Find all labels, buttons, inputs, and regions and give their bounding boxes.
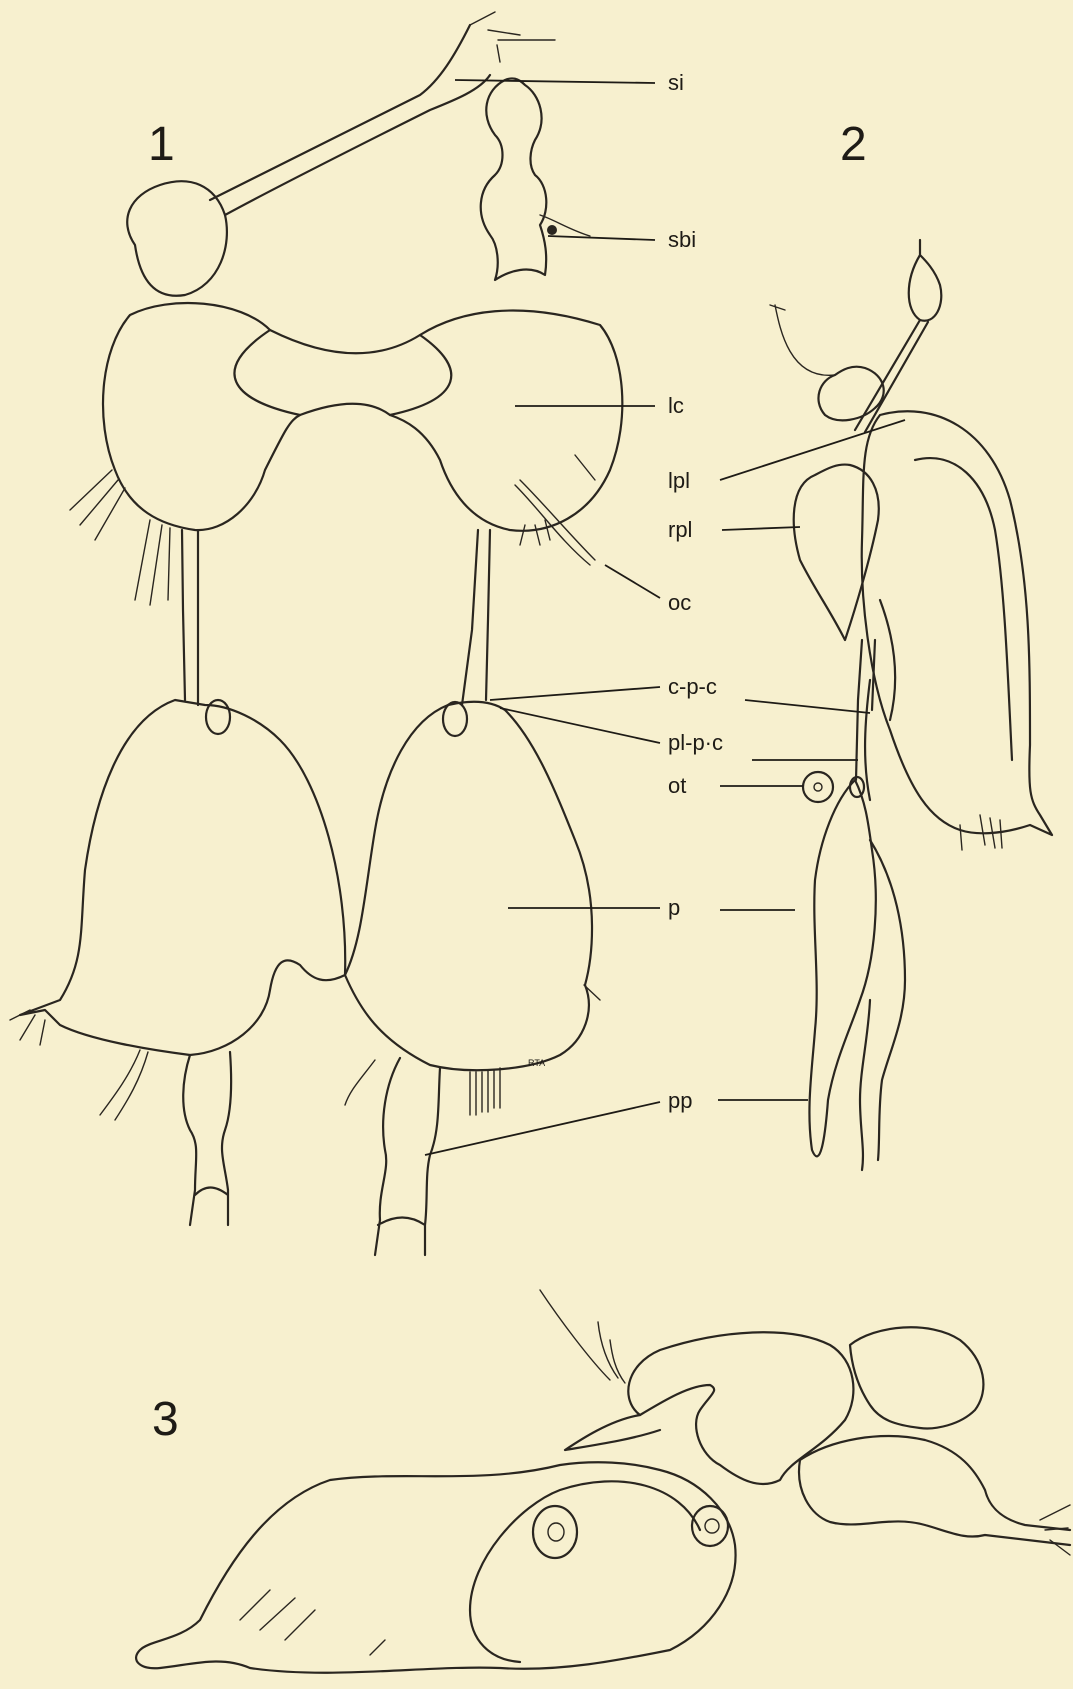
si-tip — [470, 12, 555, 62]
label-rpl: rpl — [668, 517, 692, 542]
figure-3-drawing — [136, 1290, 1070, 1673]
left-connectives — [182, 530, 198, 705]
right-cerebral-ganglion — [390, 311, 622, 531]
fig3-right-lobe — [850, 1327, 983, 1428]
fig3-statocyst-a — [533, 1506, 577, 1558]
artist-signature: RTA — [528, 1058, 545, 1068]
fig3-buccal-loop — [565, 1415, 660, 1450]
label-pl-p-c: pl-p·c — [668, 730, 723, 755]
pedal-side-nerves — [100, 1050, 375, 1120]
label-oc: oc — [668, 590, 691, 615]
figure-3-number: 3 — [152, 1393, 179, 1446]
fig2-left-pleural — [794, 465, 879, 640]
sbi-ganglion-chain — [481, 78, 547, 280]
fig3-inner-pedal — [470, 1481, 700, 1662]
label-sbi: sbi — [668, 227, 696, 252]
right-propodial-nerve — [375, 1058, 440, 1255]
connective-to-si — [210, 25, 490, 215]
fig3-visceral — [799, 1436, 1070, 1545]
figure-1-drawing — [10, 12, 622, 1255]
left-pedal-ganglion — [20, 700, 345, 1055]
label-pp: pp — [668, 1088, 692, 1113]
right-connectives — [462, 530, 490, 705]
pedal-nerves-bottom — [10, 985, 600, 1115]
fig2-inner-lobe — [915, 458, 1012, 760]
cerebral-commissure — [270, 330, 420, 415]
figure-1-leaders — [425, 80, 660, 1155]
fig2-statocyst-left — [803, 772, 833, 802]
fig3-left-nerves — [240, 1590, 385, 1655]
left-cerebral-nerves — [70, 470, 170, 605]
left-propodial-nerve — [183, 1052, 231, 1225]
fig3-top-nerves — [540, 1290, 625, 1383]
fig3-cerebral — [628, 1332, 853, 1484]
label-si: si — [668, 70, 684, 95]
right-pedal-ganglion — [345, 702, 592, 1070]
sbi-nerve-knot — [547, 225, 557, 235]
fig2-top-bulb — [909, 240, 942, 321]
right-statocyst — [443, 702, 467, 736]
figure-1-number: 1 — [148, 118, 175, 171]
label-lpl: lpl — [668, 468, 690, 493]
fig2-right-pleural — [862, 411, 1052, 835]
fig3-pedal-body — [136, 1462, 735, 1672]
figure-2-number: 2 — [840, 118, 867, 171]
right-cerebral-nerves — [520, 455, 595, 545]
fig3-statocyst-b-inner — [705, 1519, 719, 1533]
optic-nerve — [515, 480, 595, 565]
fig2-top-nerve — [770, 305, 835, 375]
fig2-statocyst-left-inner — [814, 783, 822, 791]
fig2-pedal-left — [809, 780, 875, 1156]
label-ot: ot — [668, 773, 686, 798]
label-lc: lc — [668, 393, 684, 418]
fig3-statocyst-a-inner — [548, 1523, 564, 1541]
sbi-nerve — [540, 215, 590, 236]
left-cerebral-ganglion — [103, 303, 300, 530]
fig2-pedal-right — [860, 840, 905, 1170]
label-c-p-c: c-p-c — [668, 674, 717, 699]
figure-2-drawing — [770, 240, 1052, 1170]
label-p: p — [668, 895, 680, 920]
fig2-connectives — [856, 600, 895, 800]
